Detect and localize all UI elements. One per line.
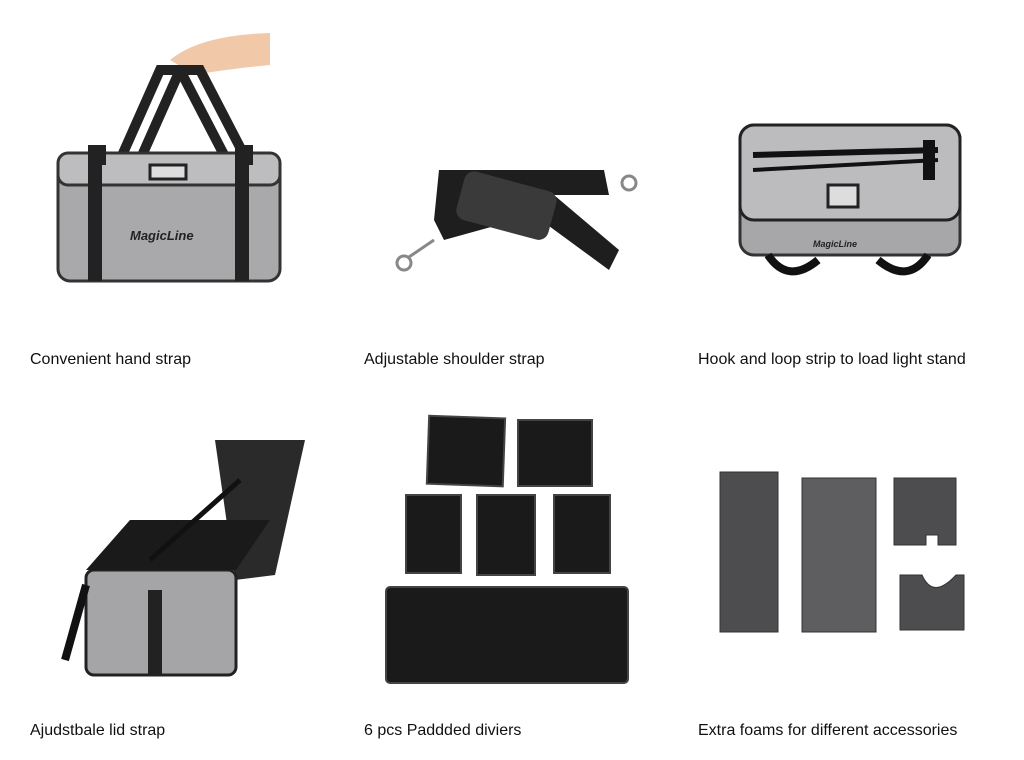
light-stand-bag-image: MagicLine <box>698 25 998 315</box>
caption-hand-strap: Convenient hand strap <box>30 351 191 368</box>
lid-strap-image <box>30 410 330 700</box>
magicline-logo: MagicLine <box>130 228 194 243</box>
shoulder-strap-image <box>364 25 664 315</box>
caption-dividers: 6 pcs Paddded diviers <box>364 722 522 739</box>
caption-shoulder-strap: Adjustable shoulder strap <box>364 351 545 368</box>
padded-dividers-image <box>364 405 664 695</box>
magicline-logo: MagicLine <box>813 239 857 249</box>
caption-foams: Extra foams for different accessories <box>698 722 958 739</box>
caption-light-stand: Hook and loop strip to load light stand <box>698 351 966 368</box>
caption-lid-strap: Ajudstbale lid strap <box>30 722 166 739</box>
foams-image <box>698 410 998 700</box>
bag-hand-strap-image: MagicLine <box>30 25 330 315</box>
